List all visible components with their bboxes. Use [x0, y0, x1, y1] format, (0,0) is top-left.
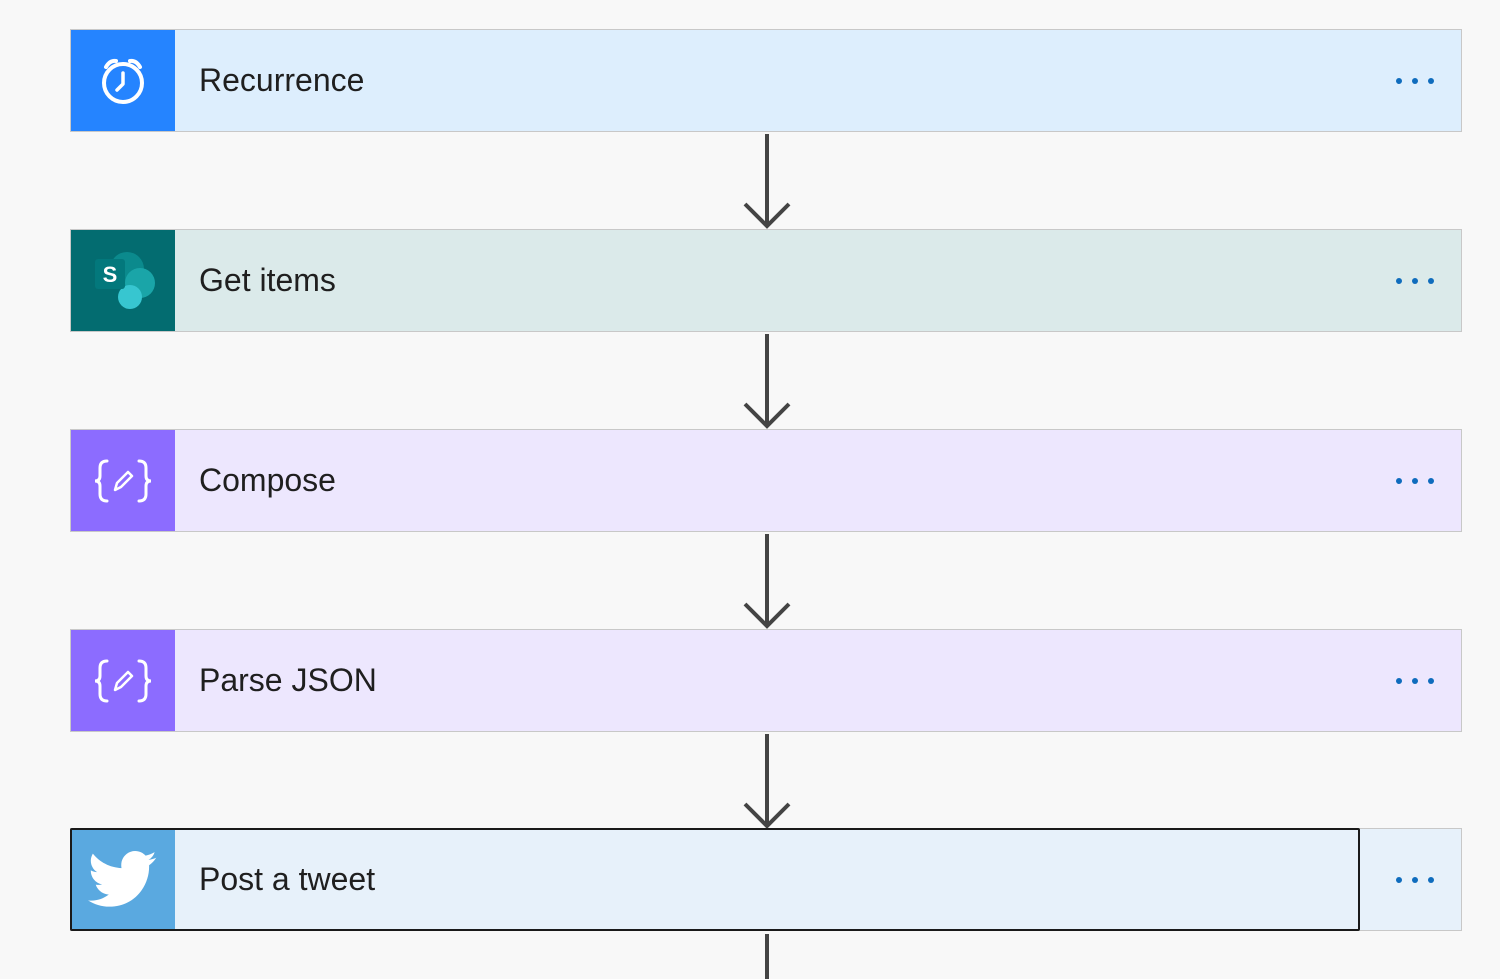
- ellipsis-dot: [1428, 477, 1434, 484]
- ellipsis-dot: [1412, 77, 1418, 84]
- step-title: Compose: [199, 462, 336, 498]
- ellipsis-icon: [1396, 677, 1402, 684]
- more-options-button[interactable]: [1375, 829, 1455, 930]
- step-card-recurrence[interactable]: Recurrence: [70, 29, 1462, 132]
- alarm-clock-icon: [71, 30, 175, 131]
- svg-text:S: S: [103, 262, 118, 287]
- ellipsis-dot: [1428, 77, 1434, 84]
- twitter-bird-icon: [71, 829, 175, 930]
- ellipsis-dot: [1428, 876, 1434, 883]
- ellipsis-icon: [1396, 277, 1402, 284]
- ellipsis-icon: [1396, 876, 1402, 883]
- ellipsis-icon: [1396, 477, 1402, 484]
- sharepoint-icon: S: [71, 230, 175, 331]
- ellipsis-dot: [1428, 677, 1434, 684]
- step-title: Get items: [199, 262, 336, 298]
- step-card-parse-json[interactable]: Parse JSON: [70, 629, 1462, 732]
- step-title: Post a tweet: [199, 861, 376, 897]
- step-card-post-a-tweet[interactable]: Post a tweet: [70, 828, 1462, 931]
- down-arrow-connector: [743, 534, 791, 629]
- ellipsis-dot: [1412, 876, 1418, 883]
- down-arrow-connector: [765, 934, 769, 979]
- ellipsis-icon: [1396, 77, 1402, 84]
- ellipsis-dot: [1412, 477, 1418, 484]
- down-arrow-connector: [743, 734, 791, 829]
- more-options-button[interactable]: [1375, 30, 1455, 131]
- more-options-button[interactable]: [1375, 230, 1455, 331]
- down-arrow-connector: [743, 334, 791, 429]
- more-options-button[interactable]: [1375, 630, 1455, 731]
- step-title: Recurrence: [199, 62, 365, 98]
- more-options-button[interactable]: [1375, 430, 1455, 531]
- ellipsis-dot: [1412, 677, 1418, 684]
- ellipsis-dot: [1428, 277, 1434, 284]
- ellipsis-dot: [1412, 277, 1418, 284]
- down-arrow-connector: [743, 134, 791, 229]
- step-title: Parse JSON: [199, 662, 377, 698]
- step-card-compose[interactable]: Compose: [70, 429, 1462, 532]
- data-operation-icon: [71, 430, 175, 531]
- data-operation-icon: [71, 630, 175, 731]
- step-card-get-items[interactable]: S Get items: [70, 229, 1462, 332]
